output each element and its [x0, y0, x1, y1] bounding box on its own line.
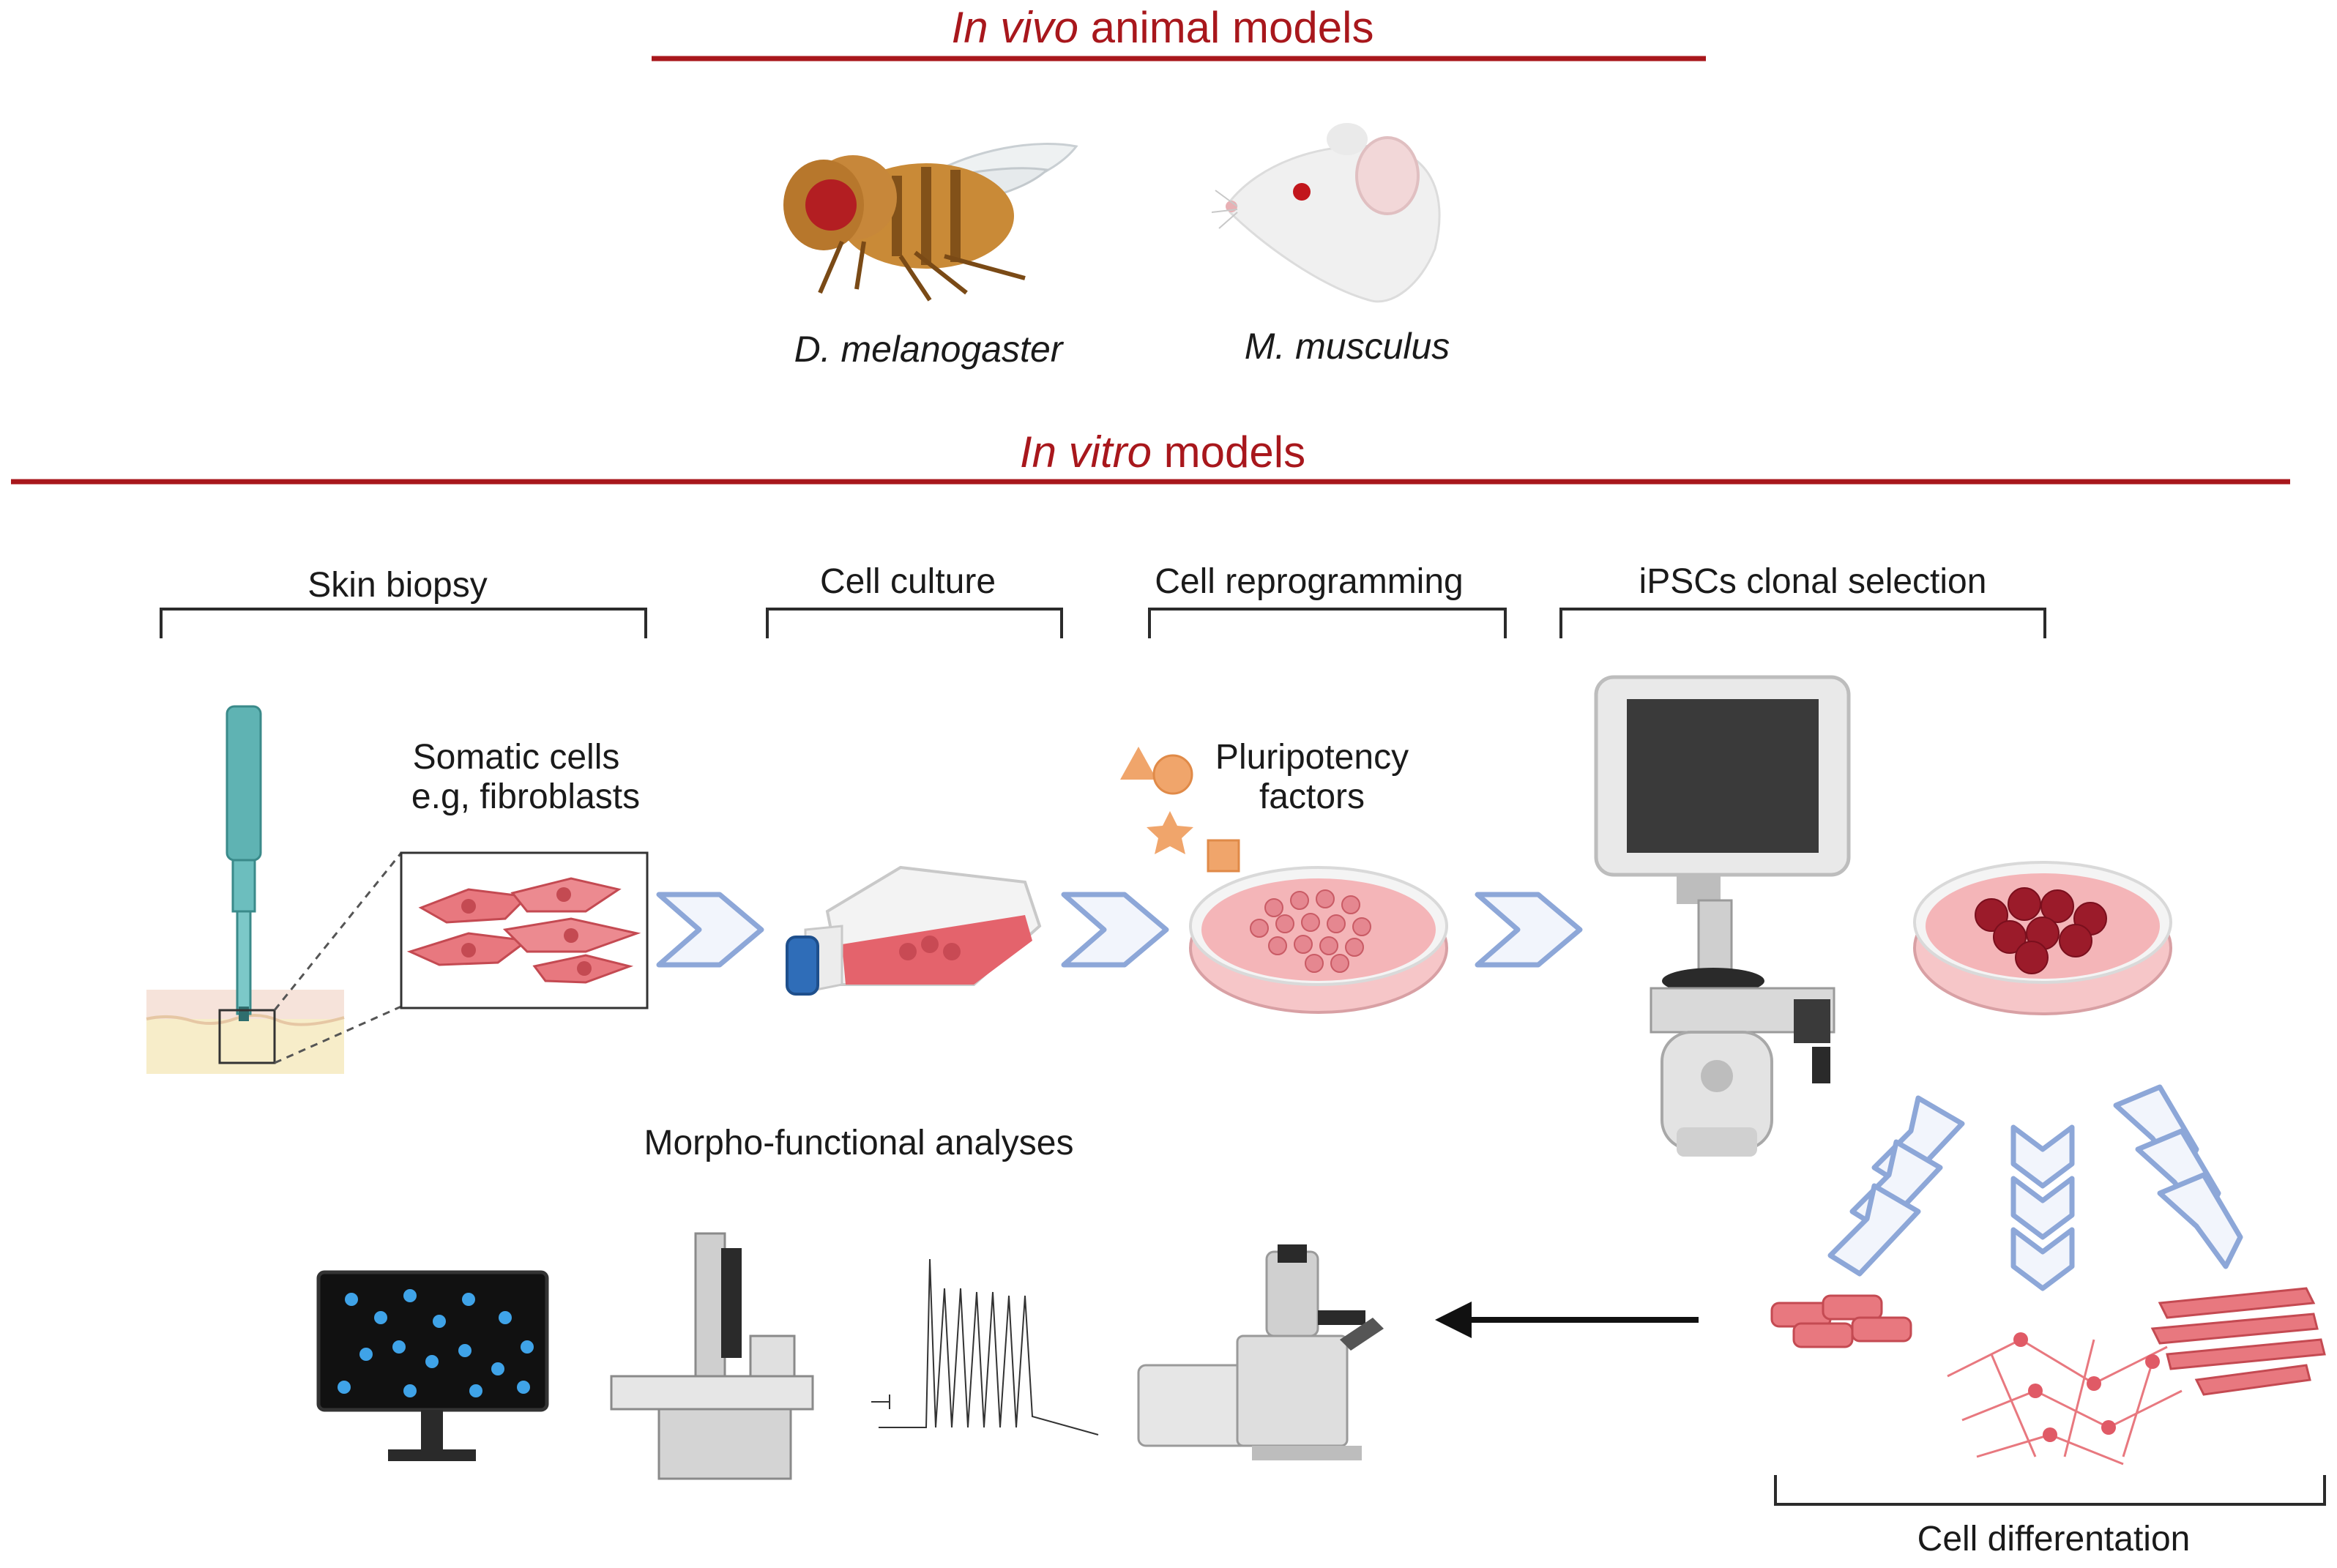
- factor-triangle-icon: [1120, 747, 1157, 780]
- fibroblasts-label: e.g, fibroblasts: [411, 777, 640, 816]
- factors-label: factors: [1259, 777, 1365, 816]
- zoom-line-bottom: [274, 1005, 402, 1064]
- neuron-network-icon: [1947, 1332, 2183, 1466]
- somatic-cells-label: Somatic cells: [413, 738, 620, 777]
- chevron-arrow-icon: [1475, 892, 1583, 968]
- imaging-monitor-icon: [316, 1270, 549, 1461]
- petri-dish-ipsc-colonies: [1913, 861, 2172, 1015]
- step-ipsc-selection: iPSCs clonal selection: [1639, 562, 1987, 601]
- pluripotency-label: Pluripotency: [1215, 738, 1409, 777]
- biopsy-region-box: [218, 1009, 276, 1064]
- in-vivo-heading: In vivo animal models: [952, 3, 1374, 52]
- biopsy-punch-icon: [225, 705, 262, 1021]
- in-vitro-heading: In vitro models: [1020, 428, 1305, 477]
- step-cell-culture: Cell culture: [820, 562, 996, 601]
- mouse-label: M. musculus: [1245, 326, 1450, 367]
- differentiation-arrows-left: [1827, 1095, 1965, 1277]
- left-arrow-icon: [1435, 1302, 1699, 1338]
- bracket-skin-biopsy: [160, 608, 647, 638]
- bracket-differentiation: [1774, 1475, 2326, 1506]
- culture-flask-icon: [786, 865, 1042, 996]
- muscle-cells-icon: [2150, 1287, 2326, 1396]
- petri-dish-reprogramming: [1189, 866, 1448, 1014]
- differentiation-label: Cell differentation: [1917, 1520, 2191, 1558]
- factor-circle-icon: [1152, 754, 1193, 795]
- bracket-cell-reprogramming: [1148, 608, 1507, 638]
- fly-label: D. melanogaster: [794, 329, 1065, 370]
- chevron-arrow-icon: [656, 892, 764, 968]
- differentiation-arrows-center: [2010, 1124, 2075, 1291]
- epithelial-cells-icon: [1770, 1294, 1912, 1348]
- step-skin-biopsy: Skin biopsy: [308, 566, 487, 605]
- step-cell-reprogramming: Cell reprogramming: [1155, 562, 1463, 601]
- fluorescence-microscope-icon: [1137, 1244, 1384, 1460]
- fruit-fly-icon: [783, 143, 1078, 302]
- morpho-functional-label: Morpho-functional analyses: [644, 1124, 1074, 1162]
- microscope-icon: [1594, 675, 1851, 1157]
- fibroblast-cells: [406, 877, 641, 984]
- factor-star-icon: [1147, 811, 1193, 854]
- chevron-arrow-icon: [1061, 892, 1169, 968]
- action-potential-trace-icon: [871, 1258, 1099, 1436]
- bracket-ipsc-selection: [1559, 608, 2046, 638]
- factor-square-icon: [1207, 839, 1240, 873]
- differentiation-arrows-right: [2113, 1084, 2243, 1269]
- mouse-icon: [1211, 123, 1441, 303]
- bracket-cell-culture: [766, 608, 1063, 638]
- electron-microscope-icon: [610, 1232, 814, 1480]
- zoom-line-top: [273, 852, 403, 1011]
